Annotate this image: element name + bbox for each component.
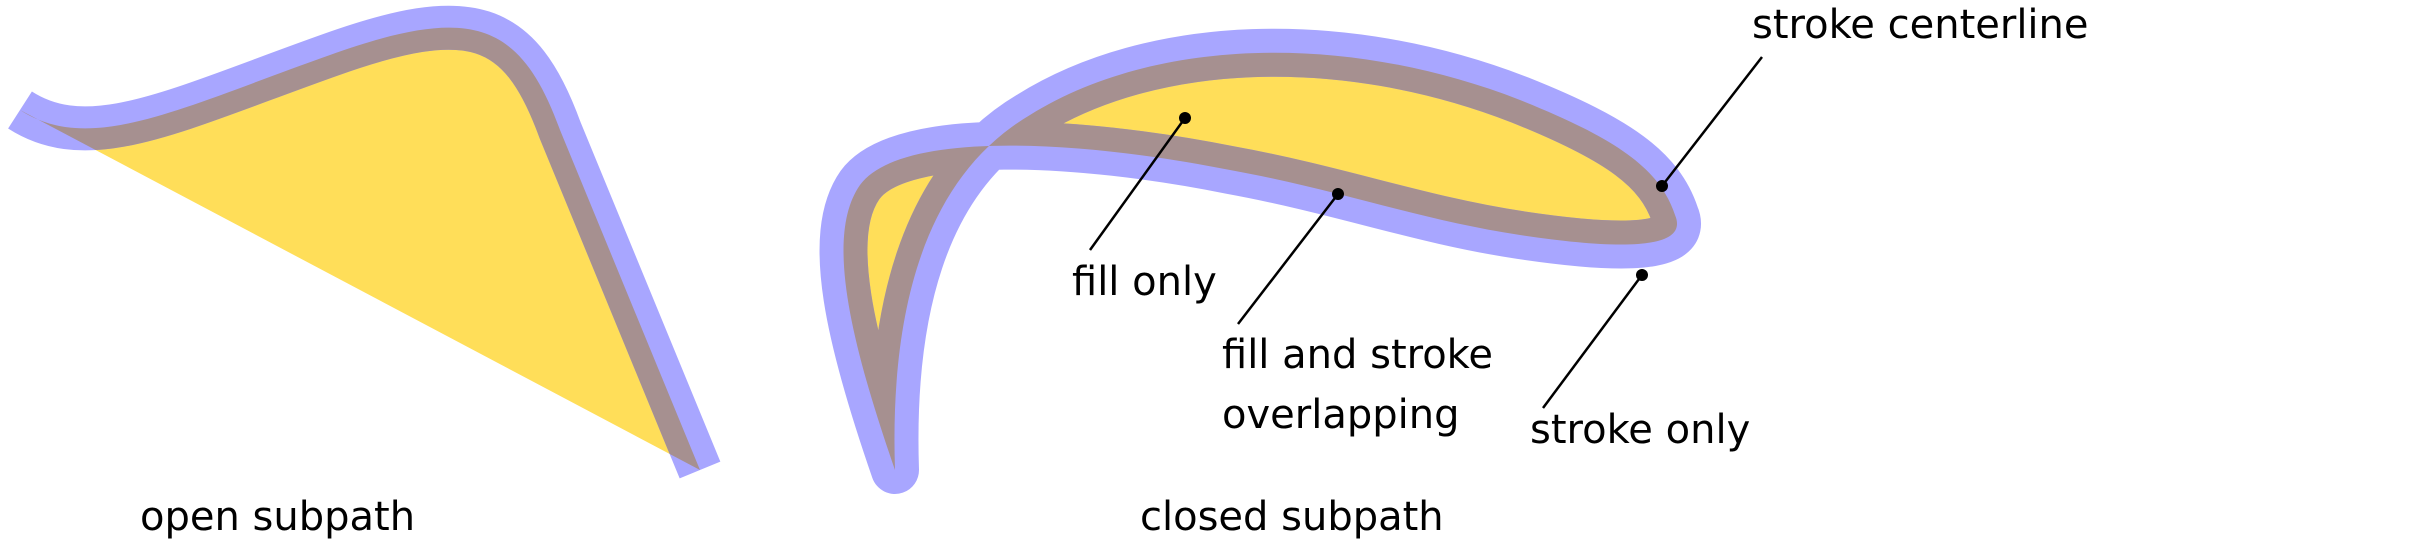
stroke-only-callout bbox=[1541, 269, 1648, 409]
fill-and-stroke-leader bbox=[1237, 193, 1339, 325]
fill-and-stroke-dot bbox=[1332, 188, 1344, 200]
fill-and-stroke-label-line2: overlapping bbox=[1222, 392, 1459, 438]
fill-and-stroke-label-line1: fill and stroke bbox=[1222, 332, 1493, 378]
stroke-centerline-leader bbox=[1661, 56, 1763, 187]
fill-and-stroke-callout bbox=[1237, 188, 1344, 325]
fill-only-dot bbox=[1179, 112, 1191, 124]
open-subpath-shape bbox=[20, 28, 700, 470]
stroke-only-dot bbox=[1636, 269, 1648, 281]
stroke-centerline-callout bbox=[1656, 56, 1763, 192]
fill-only-label: fill only bbox=[1072, 259, 1217, 305]
stroke-centerline-label: stroke centerline bbox=[1752, 2, 2089, 48]
stroke-only-leader bbox=[1541, 274, 1644, 409]
stroke-centerline-dot bbox=[1656, 180, 1668, 192]
fill-only-leader bbox=[1088, 117, 1187, 251]
open-subpath-label: open subpath bbox=[140, 494, 415, 540]
closed-subpath-label: closed subpath bbox=[1140, 494, 1444, 540]
stroke-only-label: stroke only bbox=[1530, 407, 1750, 453]
fill-only-callout bbox=[1088, 112, 1191, 251]
